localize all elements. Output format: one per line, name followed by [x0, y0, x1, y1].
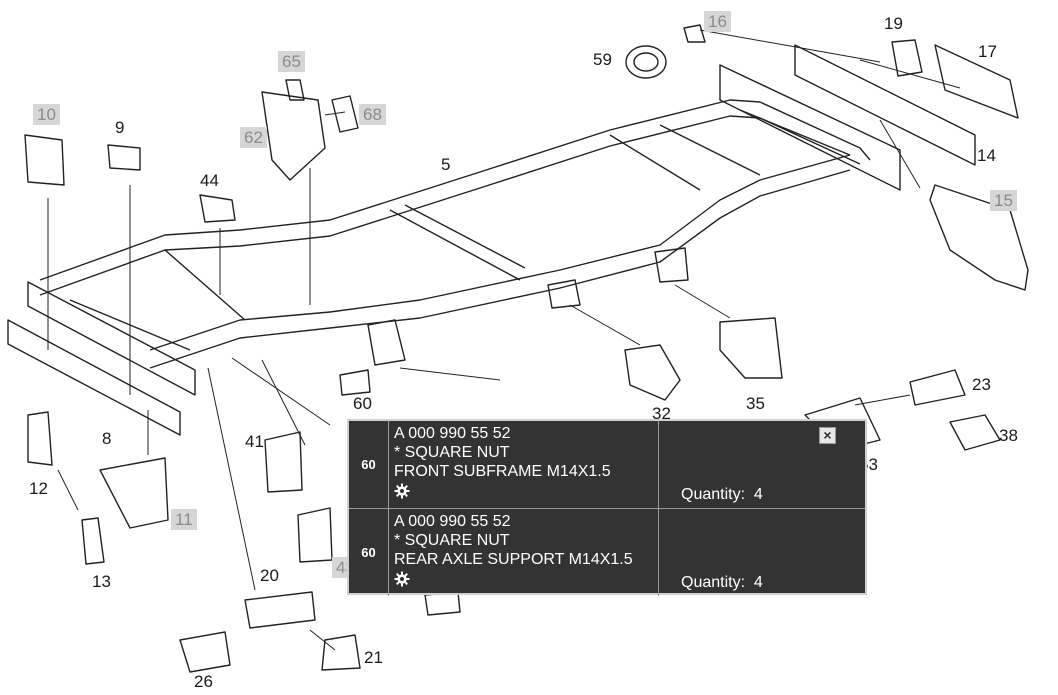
- callout-59[interactable]: 59: [593, 50, 612, 69]
- clip-68: [331, 95, 359, 133]
- front-bumper-beam: [27, 281, 196, 396]
- quantity-value: 4: [753, 574, 763, 591]
- grommet-59: [625, 45, 667, 79]
- callout-32[interactable]: 32: [652, 404, 671, 423]
- bracket-62: [261, 91, 326, 181]
- callout-35[interactable]: 35: [746, 394, 765, 413]
- callout-10[interactable]: 10: [33, 104, 60, 125]
- callout-65[interactable]: 65: [278, 51, 305, 72]
- part-quantity: Quantity: 4: [681, 486, 763, 504]
- part-info-popup: 60 A 000 990 55 52 * SQUARE NUT FRONT SU…: [347, 419, 867, 596]
- bracket-15: [929, 184, 1029, 291]
- cross-member: [69, 109, 851, 351]
- bracket-43: [297, 507, 333, 563]
- bracket-26: [179, 631, 231, 673]
- callout-11[interactable]: 11: [171, 509, 197, 530]
- part-position-number: 60: [349, 421, 389, 508]
- callout-15[interactable]: 15: [990, 190, 1017, 211]
- gear-icon[interactable]: [394, 483, 410, 499]
- callout-9[interactable]: 9: [115, 118, 125, 137]
- bracket-41: [264, 431, 303, 493]
- mount-bracket: [367, 319, 406, 366]
- fitting-19: [891, 39, 923, 77]
- square-nut-60: [339, 369, 371, 396]
- bracket-23: [909, 369, 966, 406]
- fitting-44: [199, 194, 236, 223]
- bracket-32: [624, 344, 681, 401]
- frame-left-rail: [39, 99, 871, 281]
- leader-lines: [47, 29, 961, 651]
- part-number: A 000 990 55 52: [394, 425, 511, 442]
- callout-17[interactable]: 17: [978, 42, 997, 61]
- callout-26[interactable]: 26: [194, 672, 213, 691]
- part-row[interactable]: 60 A 000 990 55 52 * SQUARE NUT REAR AXL…: [349, 509, 865, 596]
- callout-14[interactable]: 14: [977, 146, 996, 165]
- mount-bracket: [547, 279, 581, 309]
- rear-bracket: [719, 64, 901, 191]
- callout-8[interactable]: 8: [102, 429, 112, 448]
- bracket-10: [24, 134, 65, 186]
- bracket-35: [719, 317, 783, 379]
- callout-23[interactable]: 23: [972, 375, 991, 394]
- quantity-label: Quantity:: [681, 486, 746, 503]
- bolt-65: [285, 79, 305, 101]
- callout-68[interactable]: 68: [359, 104, 386, 125]
- part-number: A 000 990 55 52: [394, 513, 511, 530]
- bracket-20: [244, 591, 316, 629]
- close-icon[interactable]: ×: [819, 427, 836, 444]
- callout-13[interactable]: 13: [92, 572, 111, 591]
- part-name: * SQUARE NUT: [394, 532, 510, 549]
- clip-16: [683, 24, 706, 43]
- callout-44[interactable]: 44: [200, 171, 219, 190]
- mount-bracket: [654, 247, 689, 283]
- rear-cross-beam: [794, 44, 976, 166]
- bracket-21: [321, 634, 361, 671]
- part-description-cell: A 000 990 55 52 * SQUARE NUT FRONT SUBFR…: [389, 421, 659, 508]
- part-quantity: Quantity: 4: [681, 574, 763, 592]
- bracket-38: [949, 414, 1001, 451]
- part-description-cell: A 000 990 55 52 * SQUARE NUT REAR AXLE S…: [389, 509, 659, 596]
- quantity-value: 4: [753, 486, 763, 503]
- callout-38[interactable]: 38: [999, 426, 1018, 445]
- callout-12[interactable]: 12: [29, 479, 48, 498]
- callout-62[interactable]: 62: [240, 127, 267, 148]
- callout-16[interactable]: 16: [704, 11, 731, 32]
- quantity-label: Quantity:: [681, 574, 746, 591]
- callout-19[interactable]: 19: [884, 14, 903, 33]
- bracket-12: [27, 411, 53, 466]
- callout-20[interactable]: 20: [260, 566, 279, 585]
- frame-left-rail-lower: [39, 115, 861, 296]
- callout-60[interactable]: 60: [353, 394, 372, 413]
- frame-right-rail: [149, 154, 851, 351]
- part-description: FRONT SUBFRAME M14X1.5: [394, 463, 611, 480]
- callout-41[interactable]: 41: [245, 432, 264, 451]
- part-description: REAR AXLE SUPPORT M14X1.5: [394, 551, 633, 568]
- bracket-11: [99, 457, 169, 529]
- part-name: * SQUARE NUT: [394, 444, 510, 461]
- callout-21[interactable]: 21: [364, 648, 383, 667]
- gear-icon[interactable]: [394, 571, 410, 587]
- front-crossbar: [7, 319, 181, 436]
- bracket-17: [934, 44, 1019, 119]
- part-position-number: 60: [349, 509, 389, 596]
- callout-5[interactable]: 5: [441, 155, 451, 174]
- clamp-9: [107, 144, 141, 171]
- frame-right-rail-lower: [149, 169, 851, 369]
- bracket-13: [81, 517, 105, 565]
- part-row[interactable]: 60 A 000 990 55 52 * SQUARE NUT FRONT SU…: [349, 421, 865, 509]
